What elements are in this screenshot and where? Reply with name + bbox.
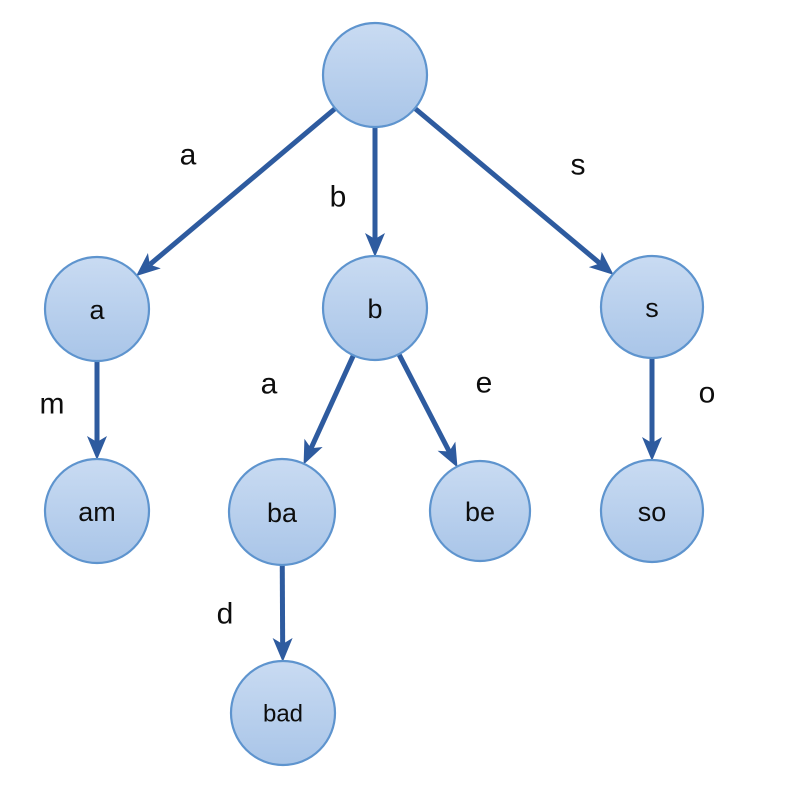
node-circle-so xyxy=(599,458,705,564)
edge-b-be xyxy=(396,353,458,468)
node-be: be xyxy=(428,459,532,563)
node-circle-ba xyxy=(227,457,337,567)
node-a: a xyxy=(43,255,151,363)
edge-b-ba xyxy=(303,354,356,465)
node-so: so xyxy=(599,458,705,564)
node-label-am: am xyxy=(78,497,116,527)
edge-label-a-am: m xyxy=(40,388,65,421)
edge-label-root-a: a xyxy=(180,139,197,172)
node-label-b: b xyxy=(367,294,382,324)
node-label-be: be xyxy=(465,497,495,527)
node-circle-be xyxy=(428,459,532,563)
edge-label-b-be: e xyxy=(476,367,493,400)
edge-root-a xyxy=(136,106,337,277)
node-am: am xyxy=(43,457,151,565)
edge-label-root-s: s xyxy=(571,149,586,182)
edges-layer xyxy=(87,106,662,663)
edge-label-root-b: b xyxy=(330,181,347,214)
node-circle-root xyxy=(321,21,429,129)
edge-label-s-so: o xyxy=(699,377,716,410)
node-bad: bad xyxy=(229,659,337,767)
edge-root-s xyxy=(413,106,614,275)
node-circle-bad xyxy=(229,659,337,767)
node-circle-s xyxy=(599,254,705,360)
edge-labels-layer: a b s m a e o d xyxy=(40,139,716,631)
node-ba: ba xyxy=(227,457,337,567)
node-s: s xyxy=(599,254,705,360)
edge-label-ba-bad: d xyxy=(217,598,234,631)
node-circle-a xyxy=(43,255,151,363)
node-label-so: so xyxy=(638,497,667,527)
node-circle-am xyxy=(43,457,151,565)
node-label-s: s xyxy=(645,293,659,323)
node-b: b xyxy=(321,254,429,362)
node-label-bad: bad xyxy=(263,701,303,728)
node-label-a: a xyxy=(89,295,105,325)
node-root xyxy=(321,21,429,129)
node-label-ba: ba xyxy=(267,498,298,528)
node-circle-b xyxy=(321,254,429,362)
edge-label-b-ba: a xyxy=(261,368,278,401)
